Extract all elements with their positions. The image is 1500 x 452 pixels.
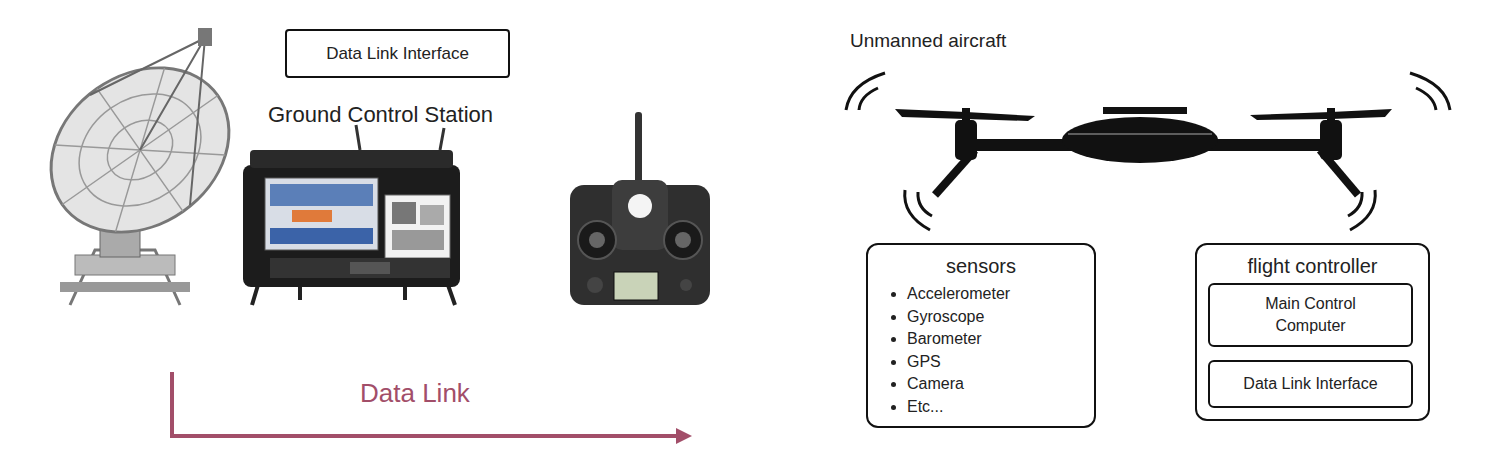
computer-box: Main Control Computer bbox=[1208, 283, 1413, 347]
sensor-item: Barometer bbox=[907, 328, 1094, 351]
box-heading: sensors bbox=[868, 253, 1094, 279]
sensor-item: GPS bbox=[907, 351, 1094, 374]
flight-controller-box: flight controllerMain Control ComputerDa… bbox=[1195, 243, 1430, 421]
box-text: Main Control Computer bbox=[1246, 293, 1376, 337]
sensor-item: Etc... bbox=[907, 396, 1094, 419]
box-text: Data Link Interface bbox=[1243, 373, 1377, 395]
box-text: Data Link Interface bbox=[326, 43, 469, 65]
satellite-dish bbox=[19, 28, 261, 305]
sensor-item: Gyroscope bbox=[907, 306, 1094, 329]
station-label: Ground Control Station bbox=[268, 102, 493, 128]
sensor-item: Camera bbox=[907, 373, 1094, 396]
aircraft-label: Unmanned aircraft bbox=[850, 30, 1006, 52]
interface-box: Data Link Interface bbox=[1208, 360, 1413, 408]
link-label: Data Link bbox=[360, 378, 470, 409]
item-list: AccelerometerGyroscopeBarometerGPSCamera… bbox=[868, 283, 1094, 418]
data-link-arrow bbox=[172, 372, 684, 436]
drone bbox=[846, 73, 1450, 230]
sensor-item: Accelerometer bbox=[907, 283, 1094, 306]
remote-controller bbox=[570, 112, 710, 305]
box-heading: flight controller bbox=[1197, 253, 1428, 279]
interface-box: Data Link Interface bbox=[285, 29, 510, 78]
sensors-box: sensorsAccelerometerGyroscopeBarometerGP… bbox=[866, 243, 1096, 428]
ground-control-case bbox=[243, 125, 460, 305]
